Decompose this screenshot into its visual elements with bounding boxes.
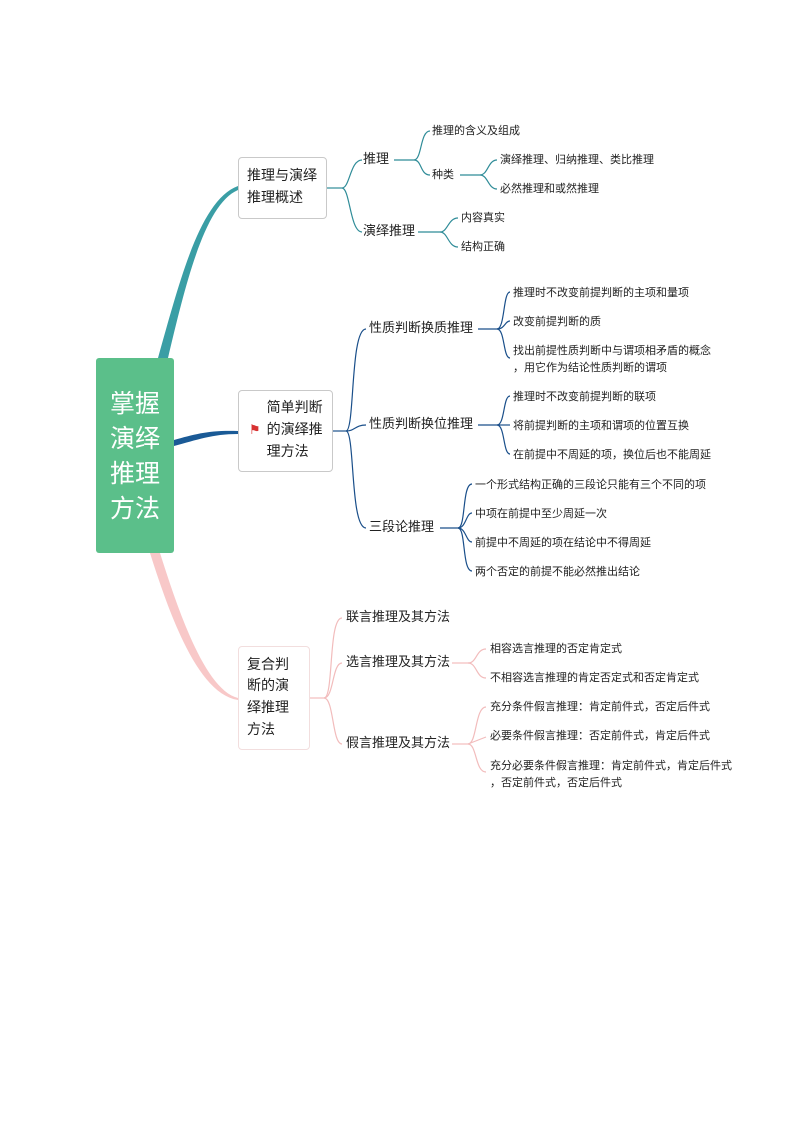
branch-topic-compound[interactable]: 复合判断的演绎推理方法 [238, 646, 310, 750]
subtopic-syllogism[interactable]: 三段论推理 [369, 520, 435, 535]
connector-root-branch1 [158, 186, 238, 358]
leaf-hypothetical-3-cont: ，否定前件式，否定后件式 [490, 776, 622, 789]
leaf-obversion-2[interactable]: 改变前提判断的质 [513, 315, 601, 328]
leaf-conversion-1[interactable]: 推理时不改变前提判断的联项 [513, 390, 656, 403]
root-topic-label: 掌握演绎推理方法 [109, 388, 160, 523]
branch-topic-compound-label: 复合判断的演绎推理方法 [247, 656, 289, 738]
leaf-structure-correct[interactable]: 结构正确 [461, 240, 505, 253]
branch-topic-simple-label: 简单判断的演绎推理方法 [266, 400, 323, 460]
leaf-disjunctive-2[interactable]: 不相容选言推理的肯定否定式和否定肯定式 [490, 671, 699, 684]
root-topic[interactable]: 掌握演绎推理方法 [96, 358, 174, 553]
leaf-syllogism-1[interactable]: 一个形式结构正确的三段论只能有三个不同的项 [475, 478, 706, 491]
leaf-types-1[interactable]: 演绎推理、归纳推理、类比推理 [500, 153, 654, 166]
leaf-hypothetical-3[interactable]: 充分必要条件假言推理：肯定前件式，肯定后件式 [490, 759, 732, 772]
leaf-disjunctive-1[interactable]: 相容选言推理的否定肯定式 [490, 642, 622, 655]
subtopic-disjunctive[interactable]: 选言推理及其方法 [346, 655, 451, 670]
branch-topic-simple[interactable]: ⚑ 简单判断的演绎推理方法 [238, 390, 333, 472]
subtopic-obversion[interactable]: 性质判断换质推理 [369, 321, 474, 336]
leaf-syllogism-2[interactable]: 中项在前提中至少周延一次 [475, 507, 607, 520]
subtopic-conjunctive[interactable]: 联言推理及其方法 [346, 610, 451, 625]
leaf-syllogism-3[interactable]: 前提中不周延的项在结论中不得周延 [475, 536, 651, 549]
leaf-syllogism-4[interactable]: 两个否定的前提不能必然推出结论 [475, 565, 640, 578]
leaf-obversion-1[interactable]: 推理时不改变前提判断的主项和量项 [513, 286, 689, 299]
connector-branch1 [327, 130, 498, 248]
branch-topic-overview[interactable]: 推理与演绎推理概述 [238, 157, 327, 219]
connector-root-branch2 [174, 430, 238, 446]
leaf-hypothetical-1[interactable]: 充分条件假言推理：肯定前件式，否定后件式 [490, 700, 710, 713]
connector-branch2 [333, 291, 511, 572]
leaf-reasoning-meaning[interactable]: 推理的含义及组成 [432, 124, 520, 137]
subtopic-hypothetical[interactable]: 假言推理及其方法 [346, 736, 451, 751]
leaf-obversion-3-cont: ，用它作为结论性质判断的谓项 [513, 361, 667, 374]
subtopic-conversion[interactable]: 性质判断换位推理 [369, 417, 474, 432]
leaf-types-2[interactable]: 必然推理和或然推理 [500, 182, 599, 195]
leaf-conversion-2[interactable]: 将前提判断的主项和谓项的位置互换 [513, 419, 689, 432]
connector-branch3 [310, 617, 487, 773]
subtopic-types[interactable]: 种类 [432, 168, 454, 181]
leaf-hypothetical-2[interactable]: 必要条件假言推理：否定前件式，肯定后件式 [490, 729, 710, 742]
leaf-conversion-3[interactable]: 在前提中不周延的项，换位后也不能周延 [513, 448, 711, 461]
connector-root-branch3 [150, 553, 238, 700]
branch-topic-overview-label: 推理与演绎推理概述 [247, 168, 317, 206]
leaf-obversion-3[interactable]: 找出前提性质判断中与谓项相矛盾的概念 [513, 344, 711, 357]
flag-icon: ⚑ [249, 422, 261, 438]
subtopic-reasoning[interactable]: 推理 [363, 152, 390, 167]
leaf-content-true[interactable]: 内容真实 [461, 211, 505, 224]
subtopic-deductive[interactable]: 演绎推理 [363, 224, 416, 239]
